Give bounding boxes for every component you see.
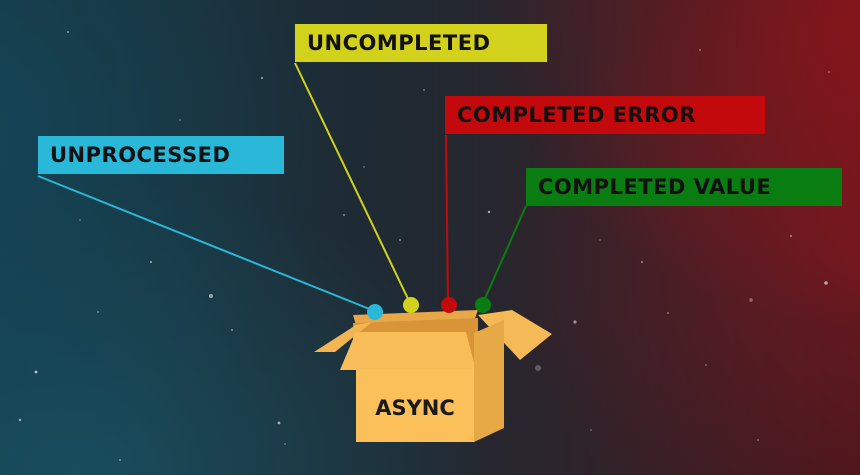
uncompleted-label: UNCOMPLETED — [295, 24, 547, 62]
box-side — [474, 320, 504, 442]
box-front-top-flap — [340, 332, 476, 370]
box-left-flap — [314, 322, 372, 352]
starfield — [18, 31, 830, 461]
completed-value-label: COMPLETED VALUE — [526, 168, 842, 206]
connector-uncompleted — [294, 62, 411, 304]
box-front — [356, 369, 474, 442]
completed-value-state-dot — [475, 297, 491, 313]
unprocessed-state-dot — [367, 304, 383, 320]
async-box-label: ASYNC — [375, 396, 455, 420]
connector-unprocessed — [37, 175, 373, 311]
connector-completed-value — [482, 205, 527, 304]
uncompleted-state-dot — [403, 297, 419, 313]
connector-lines — [37, 62, 527, 311]
unprocessed-label: UNPROCESSED — [38, 136, 284, 174]
box-right-flap — [478, 310, 552, 360]
async-box — [314, 310, 552, 442]
connector-completed-error — [445, 134, 449, 304]
completed-error-state-dot — [441, 297, 457, 313]
completed-error-label: COMPLETED ERROR — [445, 96, 765, 134]
